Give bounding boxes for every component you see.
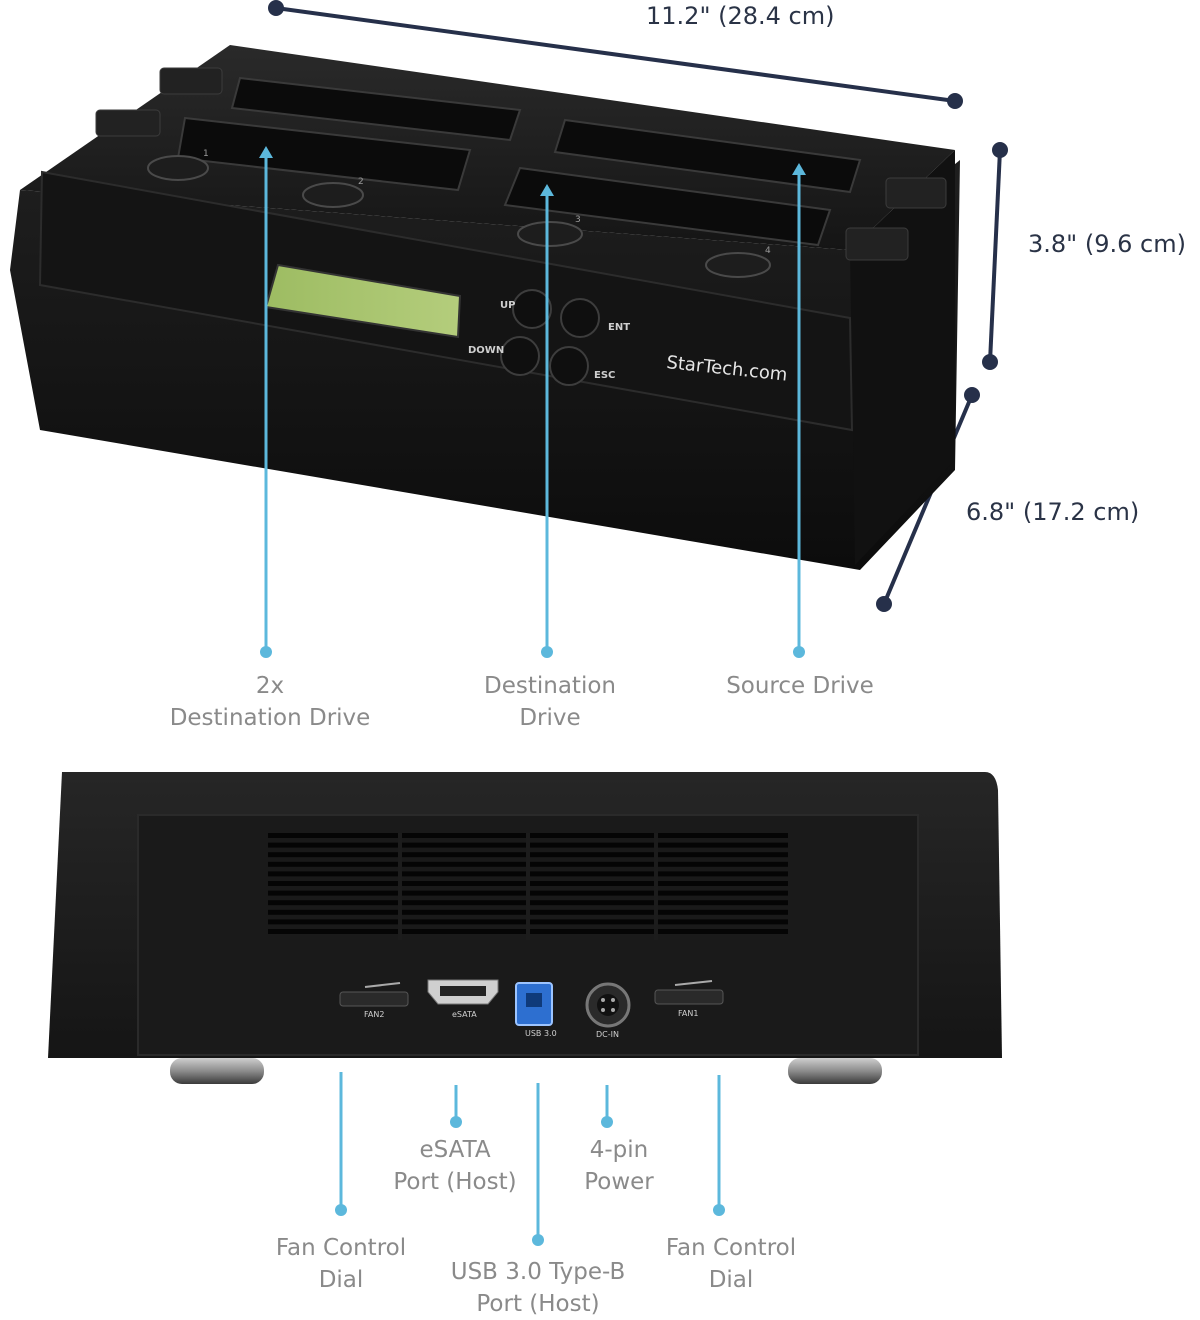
height-dimension-label: 3.8" (9.6 cm) [1028,230,1186,258]
bay-number-1: 1 [203,149,209,159]
callout-line-esata [450,1085,462,1128]
bay-number-3: 3 [575,215,581,225]
callout-line-fan-left [335,1072,347,1216]
rubber-foot-left [170,1058,264,1084]
drive-slot-3 [503,166,832,247]
dc-in-power-port[interactable] [585,982,631,1028]
down-button-label: DOWN [468,345,504,356]
rubber-foot-right [788,1058,882,1084]
depth-dimension-line [876,387,980,612]
bay-power-button-3[interactable] [517,221,583,247]
usb-3-type-b-port[interactable] [515,982,553,1026]
down-button[interactable] [500,336,540,376]
ent-button[interactable] [560,298,600,338]
ent-button-label: ENT [608,322,630,333]
lcd-display [264,263,462,339]
label-usb-port: USB 3.0 Type-B Port (Host) [450,1259,626,1317]
width-dimension-label: 11.2" (28.4 cm) [646,2,835,30]
drive-slot-1 [176,116,472,192]
dcin-port-label: DC-IN [596,1030,619,1039]
depth-dimension-label: 6.8" (17.2 cm) [966,498,1140,526]
bay-power-button-1[interactable] [147,155,209,181]
drive-slot-4 [553,118,862,194]
up-button-label: UP [500,300,515,311]
usb-port-label: USB 3.0 [525,1029,557,1038]
label-esata-port: eSATA Port (Host) [393,1137,517,1195]
callout-line-two-destination [259,146,273,658]
bay-number-2: 2 [358,177,364,187]
esc-button-label: ESC [594,370,615,381]
bay-power-button-4[interactable] [705,252,771,278]
callout-line-usb [532,1083,544,1246]
fan1-port-label: FAN1 [678,1009,698,1018]
dock-rear-view: FAN2 eSATA USB 3.0 DC-IN FAN1 [48,772,1002,1084]
label-destination-drive: Destination Drive [484,673,616,731]
esata-port[interactable] [427,979,499,1005]
callout-line-fan-right [713,1075,725,1216]
dock-front-view: 1 2 3 4 UP ENT DOWN ESC StarTech.com [10,45,960,570]
height-dimension-line [982,142,1008,370]
label-4-pin-power: 4-pin Power [584,1137,654,1195]
fan1-control-dial[interactable] [654,980,724,1005]
width-dimension-line [268,0,963,109]
ventilation-grille [268,833,788,940]
callout-line-source [792,163,806,658]
fan2-port-label: FAN2 [364,1010,384,1019]
drive-slot-2 [230,76,522,142]
label-two-destination-drive: 2x Destination Drive [169,673,371,731]
esata-port-label: eSATA [452,1010,477,1019]
label-fan-control-dial-left: Fan Control Dial [275,1235,407,1293]
callout-line-destination [540,184,554,658]
label-fan-control-dial-right: Fan Control Dial [665,1235,797,1293]
bay-power-button-2[interactable] [302,182,364,208]
esc-button[interactable] [549,346,589,386]
callout-line-power [601,1085,613,1128]
label-source-drive: Source Drive [726,673,874,699]
up-button[interactable] [512,289,552,329]
bay-number-4: 4 [765,246,771,256]
fan2-control-dial[interactable] [339,982,409,1007]
